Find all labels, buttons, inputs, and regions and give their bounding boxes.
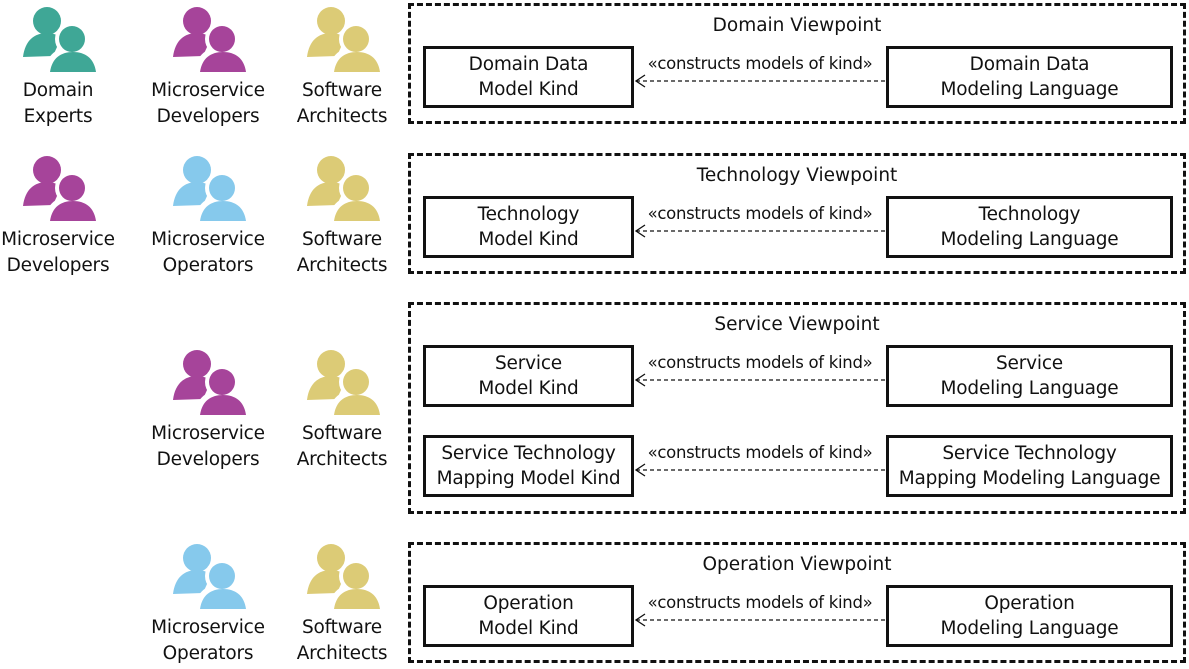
modeling-language-label-line: Modeling Language (940, 618, 1119, 639)
users-icon (307, 350, 383, 417)
viewpoint-title: Domain Viewpoint (712, 15, 882, 36)
relation-label: «constructs models of kind» (647, 443, 873, 462)
stakeholder-label-line: Architects (296, 449, 388, 470)
stakeholder-label-line: Developers (156, 106, 260, 127)
users-icon (173, 544, 249, 611)
stakeholder-label-line: Domain (22, 80, 94, 101)
viewpoint-frame: Operation Viewpoint (408, 542, 1186, 663)
modeling-language-label-line: Modeling Language (940, 79, 1119, 100)
users-icon (307, 544, 383, 611)
model-kind-label-line: Mapping Model Kind (436, 468, 621, 489)
users-icon (173, 7, 249, 74)
stakeholder-label-line: Developers (156, 449, 260, 470)
stakeholder-label-line: Microservice (151, 617, 265, 638)
stakeholder-label-line: Microservice (151, 229, 265, 250)
users-icon (23, 7, 99, 74)
viewpoint-title: Technology Viewpoint (696, 165, 898, 186)
stakeholder-label-line: Microservice (1, 229, 115, 250)
dependency-arrow (634, 74, 886, 88)
dependency-arrow (634, 463, 886, 477)
stakeholder-label-line: Software (302, 423, 382, 444)
relation-label: «constructs models of kind» (647, 54, 873, 73)
model-kind-label-line: Operation (483, 593, 574, 614)
viewpoint-frame: Service Viewpoint (408, 302, 1186, 514)
stakeholder-label-line: Architects (296, 255, 388, 276)
users-icon (307, 7, 383, 74)
viewpoint-frame: Technology Viewpoint (408, 153, 1186, 274)
model-kind-label-line: Service Technology (441, 443, 616, 464)
model-kind-label-line: Model Kind (478, 229, 579, 250)
modeling-language-label-line: Domain Data (969, 54, 1090, 75)
stakeholder-label-line: Experts (23, 106, 93, 127)
stakeholder-label-line: Software (302, 229, 382, 250)
modeling-language-label-line: Service (996, 353, 1063, 374)
model-kind-label-line: Domain Data (468, 54, 589, 75)
modeling-language-label-line: Modeling Language (940, 378, 1119, 399)
model-kind-label-line: Service (495, 353, 562, 374)
users-icon (173, 350, 249, 417)
dependency-arrow (634, 613, 886, 627)
dependency-arrow (634, 373, 886, 387)
stakeholder-label-line: Software (302, 617, 382, 638)
model-kind-label-line: Model Kind (478, 378, 579, 399)
stakeholder-label-line: Operators (162, 643, 254, 664)
stakeholder-label-line: Architects (296, 643, 388, 664)
relation-label: «constructs models of kind» (647, 204, 873, 223)
users-icon (23, 156, 99, 223)
model-kind-label-line: Technology (477, 204, 580, 225)
viewpoint-title: Service Viewpoint (714, 314, 880, 335)
users-icon (173, 156, 249, 223)
stakeholder-label-line: Developers (6, 255, 110, 276)
modeling-language-label-line: Technology (978, 204, 1081, 225)
relation-label: «constructs models of kind» (647, 353, 873, 372)
model-kind-label-line: Model Kind (478, 618, 579, 639)
stakeholder-label-line: Operators (162, 255, 254, 276)
modeling-language-label-line: Mapping Modeling Language (898, 468, 1161, 489)
relation-label: «constructs models of kind» (647, 593, 873, 612)
stakeholder-label-line: Microservice (151, 80, 265, 101)
model-kind-label-line: Model Kind (478, 79, 579, 100)
modeling-language-label-line: Service Technology (942, 443, 1117, 464)
stakeholder-label-line: Microservice (151, 423, 265, 444)
modeling-language-label-line: Modeling Language (940, 229, 1119, 250)
dependency-arrow (634, 224, 886, 238)
viewpoint-frame: Domain Viewpoint (408, 3, 1186, 124)
stakeholder-label-line: Software (302, 80, 382, 101)
stakeholder-label-line: Architects (296, 106, 388, 127)
modeling-language-label-line: Operation (984, 593, 1075, 614)
users-icon (307, 156, 383, 223)
viewpoint-title: Operation Viewpoint (702, 554, 892, 575)
